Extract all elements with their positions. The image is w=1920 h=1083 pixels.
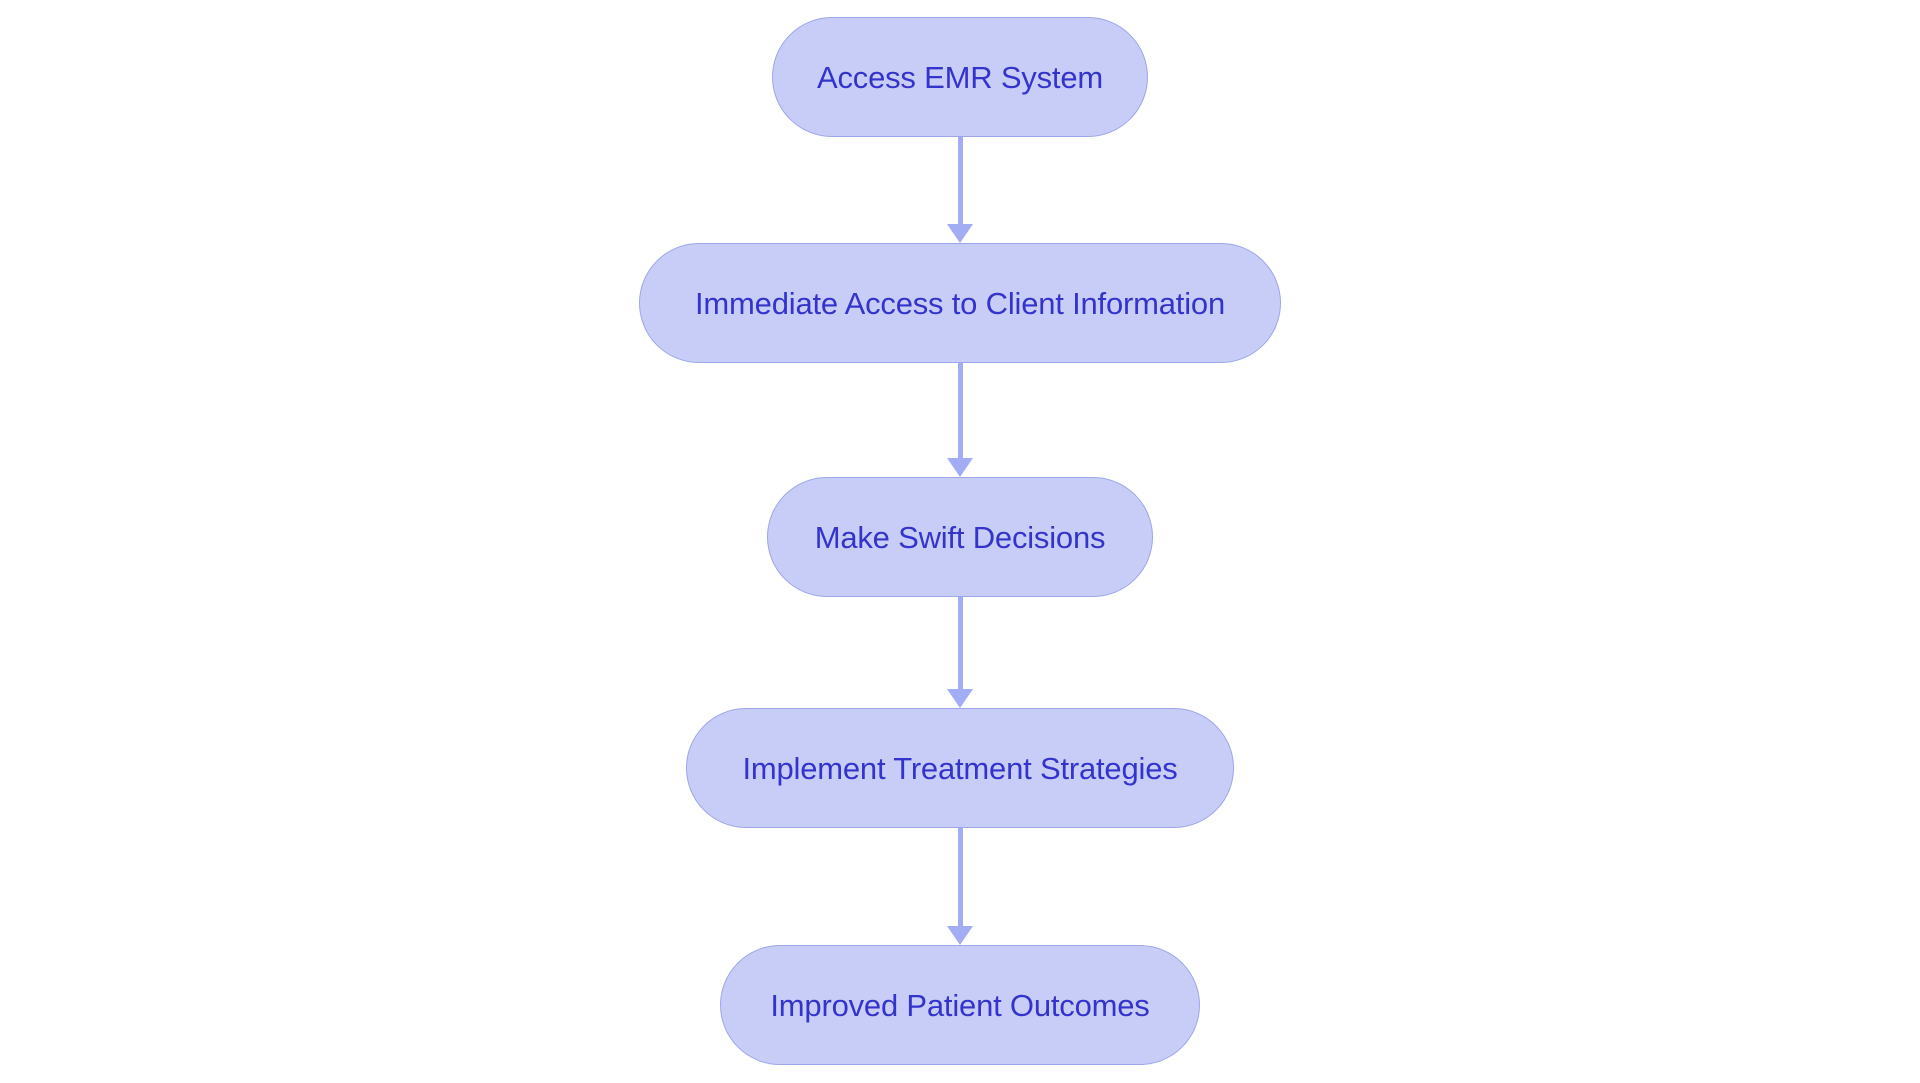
flowchart-node-implement-treatment-strategies[interactable]: Implement Treatment Strategies <box>686 708 1234 828</box>
flowchart-arrow-1 <box>947 137 973 243</box>
flowchart-node-improved-patient-outcomes[interactable]: Improved Patient Outcomes <box>720 945 1200 1065</box>
flowchart-node-label: Access EMR System <box>817 59 1103 95</box>
flowchart-node-label: Implement Treatment Strategies <box>742 750 1178 786</box>
arrow-stem <box>957 828 963 926</box>
arrow-down-icon <box>947 689 973 708</box>
flowchart-node-label: Improved Patient Outcomes <box>770 987 1150 1023</box>
arrow-down-icon <box>947 458 973 477</box>
flowchart-node-label: Immediate Access to Client Information <box>695 285 1225 321</box>
flowchart-arrow-2 <box>947 363 973 477</box>
arrow-down-icon <box>947 926 973 945</box>
arrow-stem <box>957 597 963 689</box>
flowchart-arrow-3 <box>947 597 973 708</box>
flowchart-arrow-4 <box>947 828 973 945</box>
flowchart-node-make-swift-decisions[interactable]: Make Swift Decisions <box>767 477 1153 597</box>
arrow-down-icon <box>947 224 973 243</box>
arrow-stem <box>957 137 963 224</box>
flowchart-node-access-emr-system[interactable]: Access EMR System <box>772 17 1148 137</box>
flowchart-node-label: Make Swift Decisions <box>814 519 1106 555</box>
flowchart-node-immediate-access-to-client-information[interactable]: Immediate Access to Client Information <box>639 243 1281 363</box>
arrow-stem <box>957 363 963 458</box>
